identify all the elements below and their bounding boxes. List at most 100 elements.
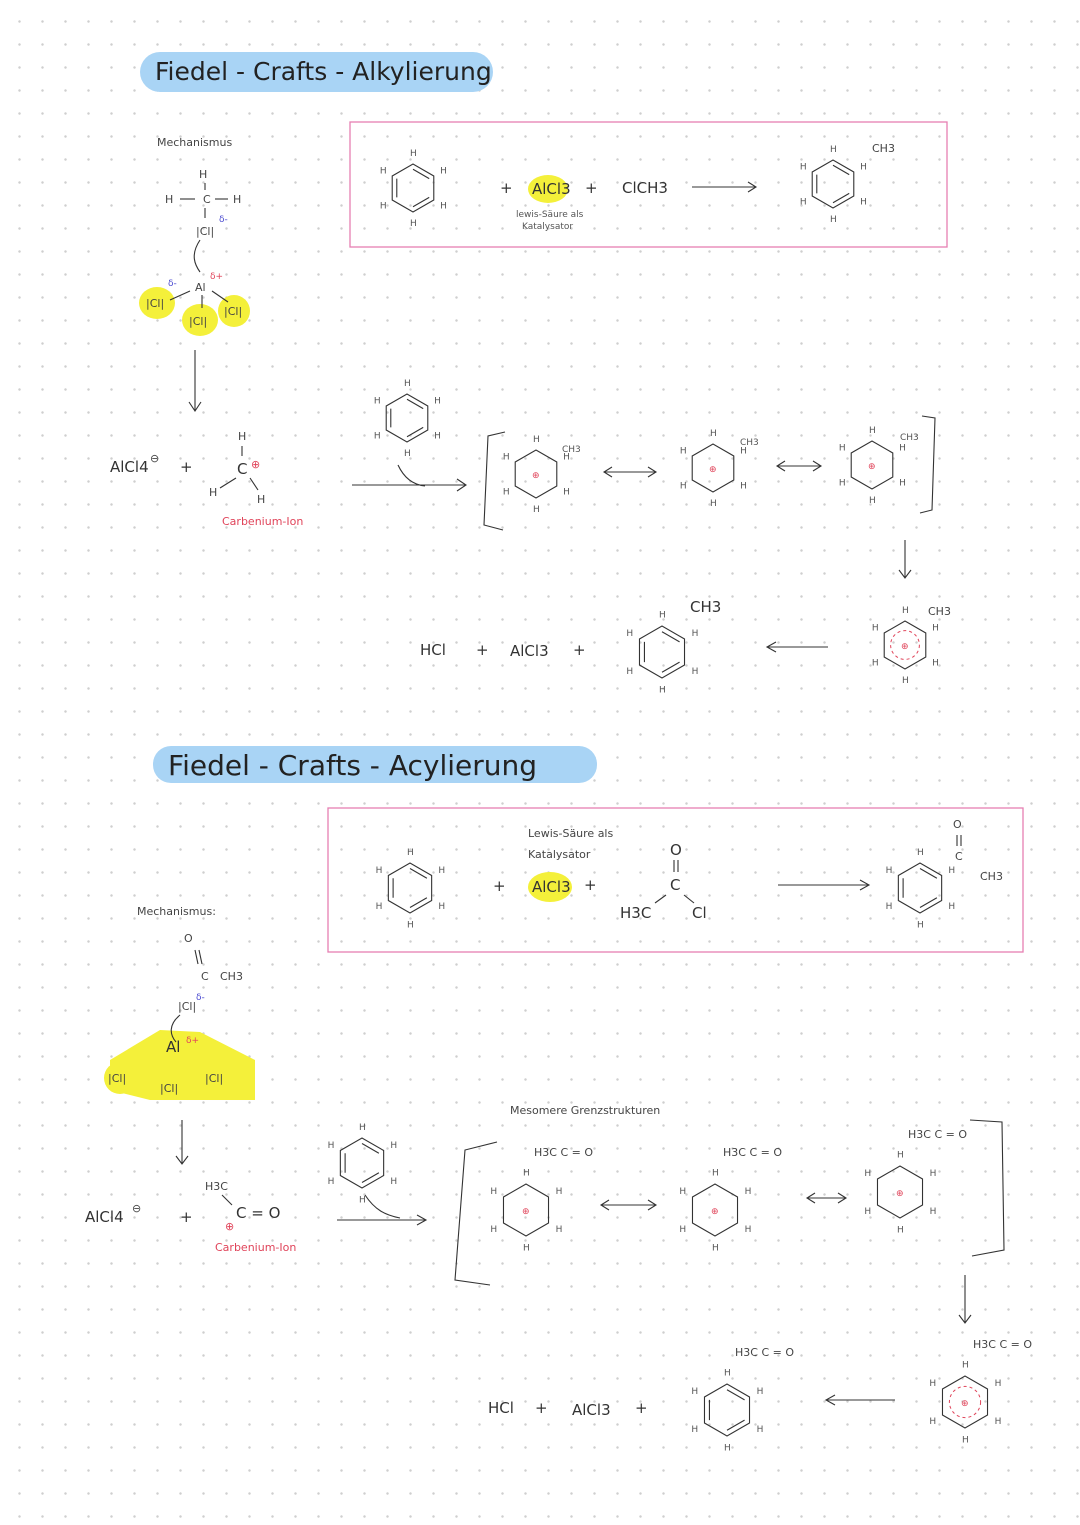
alcl3-regenerated: AlCl3: [572, 1401, 611, 1419]
svg-text:C: C: [955, 850, 963, 863]
svg-text:δ+: δ+: [210, 272, 223, 282]
svg-text:CH3: CH3: [928, 605, 951, 618]
alkylation-mechanism-label: Mechanismus: [157, 136, 232, 149]
svg-text:|Cl|: |Cl|: [205, 1072, 223, 1085]
bracket-right: [919, 415, 936, 514]
hydrogen-atom: H: [864, 1207, 871, 1217]
svg-text:C: C: [201, 970, 209, 983]
hydrogen-atom: H: [869, 496, 876, 506]
svg-text:δ+: δ+: [186, 1036, 199, 1046]
hydrogen-atom: H: [680, 447, 687, 457]
plus-sign: +: [635, 1399, 648, 1417]
hydrogen-atom: H: [869, 426, 876, 436]
hydrogen-atom: H: [376, 866, 383, 876]
svg-text:|Cl|: |Cl|: [224, 305, 242, 318]
svg-text:C = O: C = O: [236, 1204, 280, 1222]
bracket-left: [483, 431, 506, 531]
hydrogen-atom: H: [872, 624, 879, 634]
hydrogen-atom: H: [691, 1387, 698, 1397]
hcl-product: HCl: [488, 1399, 514, 1417]
hydrogen-atom: H: [523, 1244, 530, 1254]
hydrogen-atom: H: [830, 215, 837, 225]
hydrogen-atom: H: [390, 1141, 397, 1151]
hydrogen-atom: H: [410, 219, 417, 229]
hydrogen-atom: H: [691, 1425, 698, 1435]
alkylation-title: Fiedel - Crafts - Alkylierung: [155, 57, 492, 86]
catalyst-note: Lewis-Säure als: [528, 827, 613, 840]
hydrogen-atom: H: [626, 629, 633, 639]
hydrogen-atom: H: [860, 197, 867, 207]
resonance-arrow: [775, 460, 823, 472]
hydrogen-atom: H: [556, 1187, 563, 1197]
svg-text:CH3: CH3: [220, 970, 243, 983]
hydrogen-atom: H: [740, 447, 747, 457]
acyl-group: H3C C = O: [534, 1146, 593, 1159]
svg-text:δ-: δ-: [196, 993, 205, 1003]
svg-text:Al: Al: [166, 1038, 180, 1056]
hydrogen-atom: H: [490, 1225, 497, 1235]
catalyst-note: Katalysator: [522, 222, 573, 232]
hydrogen-atom: H: [962, 1436, 969, 1446]
svg-text:|Cl|: |Cl|: [189, 315, 207, 328]
hydrogen-atom: H: [897, 1150, 904, 1160]
hydrogen-atom: H: [440, 201, 447, 211]
hydrogen-atom: H: [899, 478, 906, 488]
hydrogen-atom: H: [839, 478, 846, 488]
hydrogen-atom: H: [434, 431, 441, 441]
hydrogen-atom: H: [710, 429, 717, 439]
svg-text:C: C: [237, 460, 247, 478]
hydrogen-atom: H: [930, 1169, 937, 1179]
plus-sign: +: [180, 458, 193, 476]
hydrogen-atom: H: [712, 1168, 719, 1178]
hydrogen-atom: H: [740, 481, 747, 491]
hydrogen-atom: H: [800, 197, 807, 207]
svg-text:H: H: [238, 430, 246, 443]
hydrogen-atom: H: [563, 487, 570, 497]
alcl4-label: AlCl4: [110, 458, 149, 476]
svg-text:H: H: [257, 493, 265, 506]
svg-text:CH3: CH3: [740, 438, 759, 448]
acylium-ion-structure: H3C C = O ⊕: [205, 1180, 280, 1233]
highlight: [528, 872, 572, 902]
hydrogen-atom: H: [410, 149, 417, 159]
hydrogen-atom: H: [872, 658, 879, 668]
hydrogen-atom: H: [679, 1225, 686, 1235]
hydrogen-atom: H: [434, 397, 441, 407]
svg-text:H: H: [233, 193, 241, 206]
hydrogen-atom: H: [932, 624, 939, 634]
hydrogen-atom: H: [440, 167, 447, 177]
hydrogen-atom: H: [407, 848, 414, 858]
catalyst-note: lewis-Säure als: [516, 210, 584, 220]
hydrogen-atom: H: [886, 866, 893, 876]
plus-sign: +: [476, 641, 489, 659]
hydrogen-atom: H: [917, 848, 924, 858]
hydrogen-atom: H: [995, 1379, 1002, 1389]
hydrogen-atom: H: [523, 1168, 530, 1178]
hydrogen-atom: H: [724, 1444, 731, 1454]
positive-charge: ⊕: [709, 465, 717, 475]
hydrogen-atom: H: [745, 1187, 752, 1197]
carbenium-ion-structure: H C ⊕ H H: [209, 430, 265, 506]
positive-charge: ⊕: [901, 642, 909, 652]
hydrogen-atom: H: [503, 487, 510, 497]
hydrogen-atom: H: [556, 1225, 563, 1235]
hydrogen-atom: H: [692, 629, 699, 639]
alkylation-overall-box: [349, 121, 948, 248]
svg-text:Al: Al: [195, 281, 206, 294]
acylation-overall-box: [327, 807, 1024, 953]
carbenium-ion-label: Carbenium-Ion: [215, 1241, 296, 1254]
svg-text:Cl: Cl: [692, 904, 707, 922]
alcl3-regenerated: AlCl3: [510, 642, 549, 660]
